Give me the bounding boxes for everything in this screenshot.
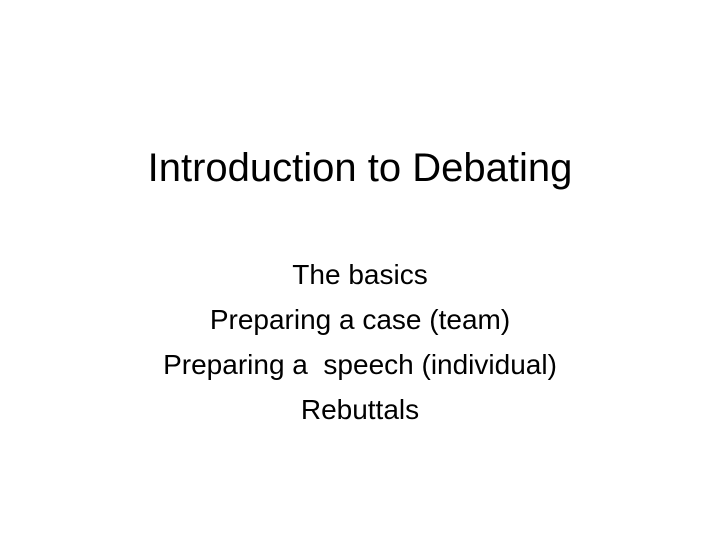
subtitle-line-basics: The basics: [292, 259, 428, 290]
slide-title: Introduction to Debating: [147, 146, 573, 190]
subtitle-line-preparing-speech: Preparing a speech (individual): [163, 349, 557, 380]
subtitle-list: The basics Preparing a case (team) Prepa…: [0, 252, 720, 432]
subtitle-line-rebuttals: Rebuttals: [300, 394, 420, 425]
subtitle-line-preparing-case: Preparing a case (team): [209, 304, 511, 335]
